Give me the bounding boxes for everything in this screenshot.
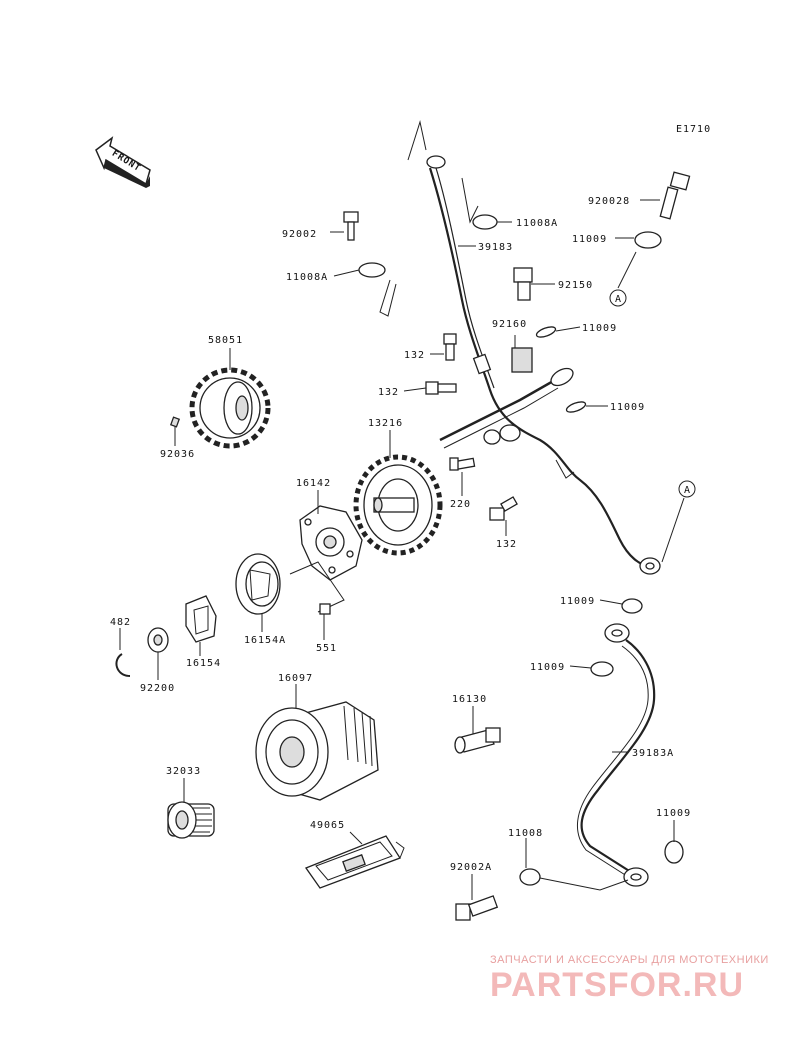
washer-11009-mid2 [565, 401, 587, 413]
part-label-92160: 92160 [492, 319, 527, 330]
oil-filter-16097 [255, 701, 379, 801]
part-label-16097: 16097 [278, 673, 313, 684]
part-label-482: 482 [110, 617, 131, 628]
part-label-39183: 39183 [478, 242, 513, 253]
part-label-132-b: 132 [378, 387, 399, 398]
part-label-11008a-left: 11008A [286, 272, 328, 283]
part-label-39183a: 39183A [632, 748, 674, 759]
washer-11008a-top [472, 214, 498, 230]
part-label-16130: 16130 [452, 694, 487, 705]
washer-11008a-left [358, 262, 386, 278]
front-arrow-icon: FRONT [95, 136, 151, 188]
bolt-132-a [443, 333, 457, 361]
rotor-16154a [235, 553, 281, 615]
part-label-92150: 92150 [558, 280, 593, 291]
bolt-92150 [513, 267, 533, 301]
part-label-92002: 92002 [282, 229, 317, 240]
part-label-11009-r1: 11009 [560, 596, 595, 607]
bolt-92002a [455, 895, 499, 921]
part-label-13216: 13216 [368, 418, 403, 429]
part-label-16154: 16154 [186, 658, 221, 669]
watermark-tagline: ЗАПЧАСТИ И АКСЕССУАРЫ ДЛЯ МОТОТЕХНИКИ [490, 954, 769, 966]
sprocket-58051 [189, 367, 271, 449]
pin-92036 [169, 416, 181, 428]
pin-551 [319, 603, 331, 615]
part-label-11008a-top: 11008A [516, 218, 558, 229]
spring-32033 [167, 801, 215, 839]
nipple-16130 [454, 727, 501, 754]
part-label-49065: 49065 [310, 820, 345, 831]
circlip-482 [115, 653, 131, 677]
part-label-220: 220 [450, 499, 471, 510]
part-label-132-a: 132 [404, 350, 425, 361]
part-label-11009-r3: 11009 [656, 808, 691, 819]
pump-cover-16142 [299, 505, 363, 581]
bolt-92002 [343, 211, 359, 241]
washer-11009-top [634, 231, 662, 249]
part-label-920028: 920028 [588, 196, 630, 207]
bolt-132-c [489, 496, 518, 521]
watermark-brand: PARTSFOR.RU [490, 966, 745, 1004]
leader-lines [119, 199, 685, 900]
part-label-11008: 11008 [508, 828, 543, 839]
svg-text:A: A [615, 294, 622, 305]
part-label-11009-r2: 11009 [530, 662, 565, 673]
washer-11009-r3 [664, 840, 684, 864]
rotor-16154 [185, 595, 217, 643]
part-label-16142: 16142 [296, 478, 331, 489]
part-label-92002a: 92002A [450, 862, 492, 873]
block-92160 [511, 347, 533, 373]
callout-a-top: A [609, 289, 627, 307]
ref-code: E1710 [676, 124, 711, 135]
part-label-11009-mid2: 11009 [610, 402, 645, 413]
washer-11008 [519, 868, 541, 886]
oil-pipe-39183a [576, 623, 656, 887]
part-label-32033: 32033 [166, 766, 201, 777]
part-label-92200: 92200 [140, 683, 175, 694]
washer-11009-r2 [590, 661, 614, 677]
part-label-16154a: 16154A [244, 635, 286, 646]
washer-11009-r1 [621, 598, 643, 614]
part-label-11009-top: 11009 [572, 234, 607, 245]
bolt-920028 [659, 171, 691, 220]
part-label-11009-mid1: 11009 [582, 323, 617, 334]
label-49065 [304, 835, 405, 889]
part-label-551: 551 [316, 643, 337, 654]
bolt-220 [449, 457, 476, 471]
part-label-92036: 92036 [160, 449, 195, 460]
oil-pipe-39183 [379, 120, 661, 575]
washer-11009-mid1 [535, 326, 557, 338]
part-label-132-c: 132 [496, 539, 517, 550]
part-label-58051: 58051 [208, 335, 243, 346]
bolt-132-b [425, 381, 457, 395]
svg-text:A: A [684, 485, 691, 496]
gear-13216 [353, 454, 443, 556]
callout-a-right: A [678, 480, 696, 498]
